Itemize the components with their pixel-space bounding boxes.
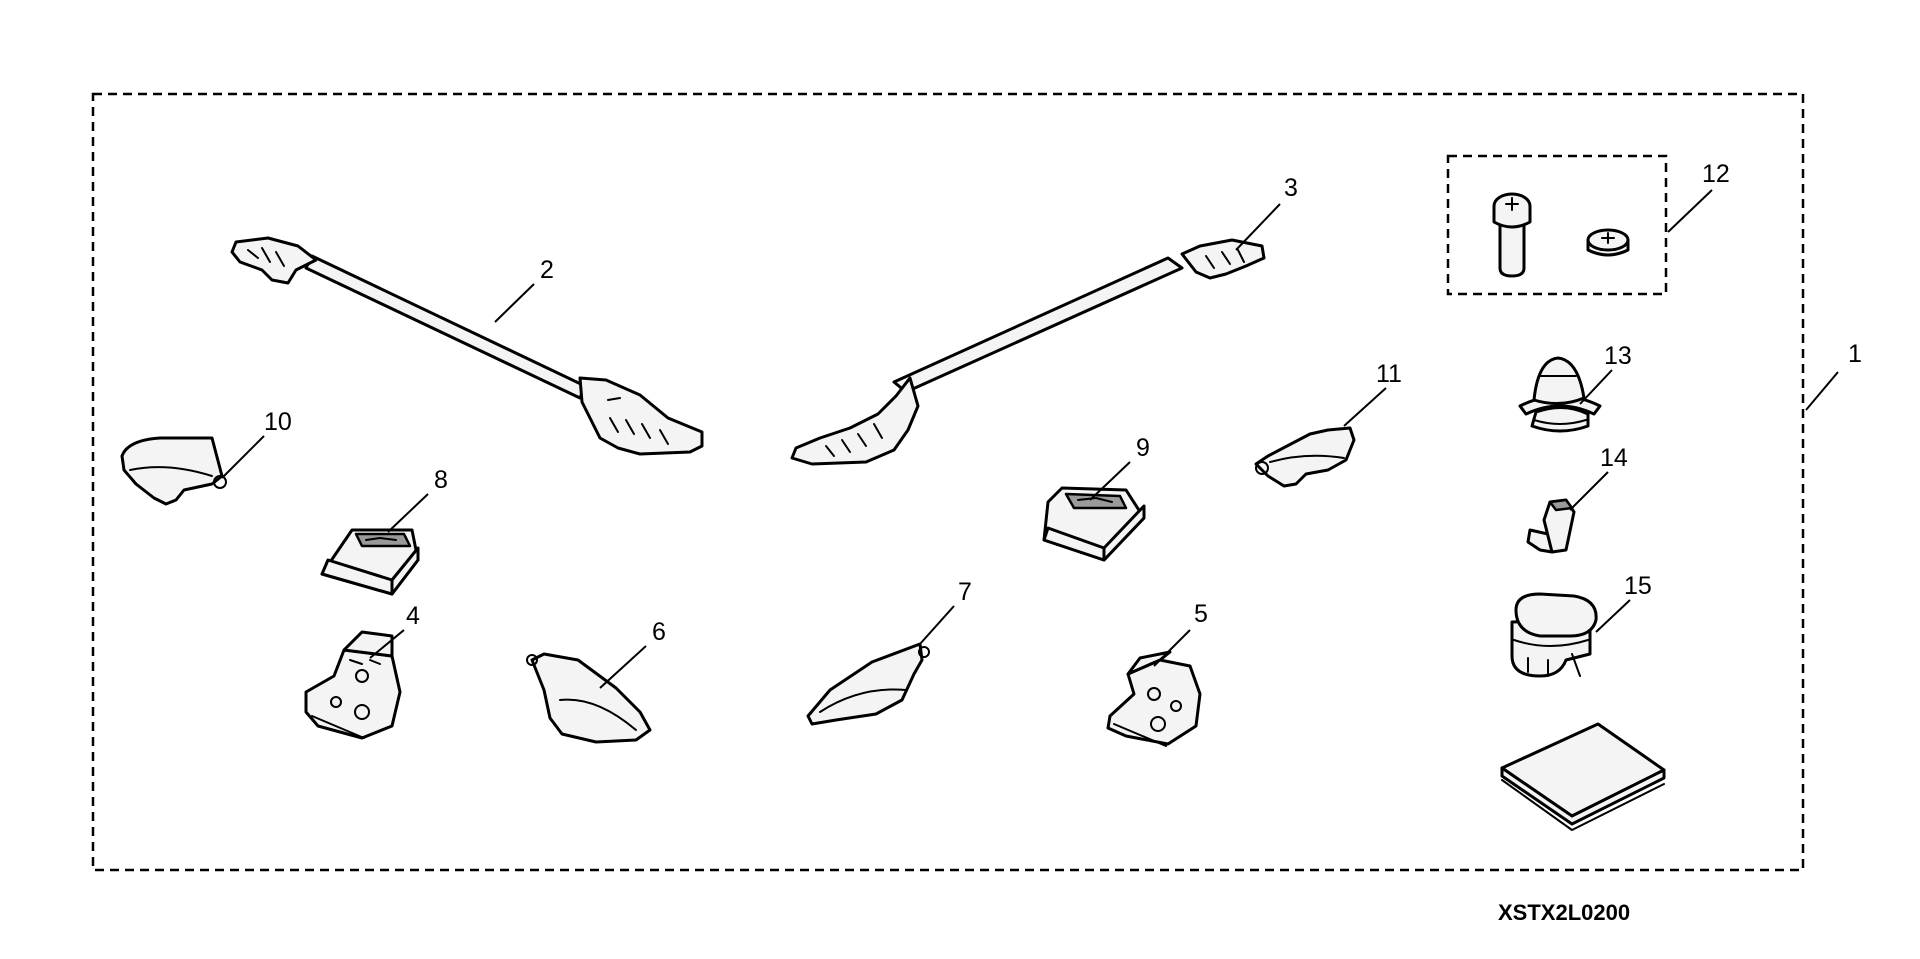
callout-15: 15	[1624, 572, 1652, 600]
part-15-grommet[interactable]	[1510, 592, 1598, 678]
callout-10: 10	[264, 408, 292, 436]
part-13-push-clip[interactable]	[1518, 356, 1602, 433]
leader-lines	[221, 189, 1839, 689]
part-14-clip[interactable]	[1526, 498, 1576, 554]
leader-11	[1343, 387, 1387, 427]
part-4-mounting-base[interactable]	[304, 630, 402, 740]
kit-boundary	[91, 92, 1805, 872]
leader-7	[919, 605, 955, 645]
leader-12	[1667, 189, 1713, 233]
leader-4	[369, 629, 405, 659]
part-2-left-roof-rail[interactable]	[230, 236, 704, 456]
callout-labels: 1 2 3 4 5 6 7 8 9 10 11 12 13 14 15	[264, 160, 1862, 646]
hardware-group-boundary	[1446, 154, 1668, 296]
part-8-spacer-block[interactable]	[320, 528, 420, 596]
part-6-rear-end-cap[interactable]	[526, 652, 652, 744]
leader-6	[599, 645, 647, 689]
leader-3	[1235, 203, 1281, 251]
instruction-booklet	[1500, 722, 1666, 831]
leader-2	[494, 283, 535, 323]
callout-3: 3	[1284, 174, 1298, 202]
part-3-right-roof-rail[interactable]	[790, 238, 1266, 466]
part-11-end-cap[interactable]	[1254, 426, 1356, 488]
callout-4: 4	[406, 602, 420, 630]
leader-9	[1089, 461, 1131, 501]
callout-9: 9	[1136, 434, 1150, 462]
callout-12: 12	[1702, 160, 1730, 188]
part-7-rear-end-cap[interactable]	[806, 642, 930, 726]
leader-10	[221, 435, 265, 479]
part-12-bolt-and-washer[interactable]	[1492, 192, 1630, 278]
callout-5: 5	[1194, 600, 1208, 628]
leader-8	[387, 493, 429, 533]
callout-11: 11	[1376, 360, 1402, 388]
callout-1: 1	[1848, 340, 1862, 368]
part-10-end-cap[interactable]	[120, 436, 227, 506]
leader-5	[1153, 629, 1191, 667]
callout-6: 6	[652, 618, 666, 646]
leader-15	[1595, 599, 1631, 633]
leader-1	[1805, 371, 1839, 411]
leader-13	[1579, 369, 1613, 405]
callout-8: 8	[434, 466, 448, 494]
callout-7: 7	[958, 578, 972, 606]
part-9-spacer-block[interactable]	[1042, 486, 1146, 562]
leader-14	[1569, 471, 1609, 511]
callout-13: 13	[1604, 342, 1632, 370]
callout-14: 14	[1600, 444, 1628, 472]
part-5-mounting-base[interactable]	[1106, 650, 1202, 747]
callout-2: 2	[540, 256, 554, 284]
diagram-code: XSTX2L0200	[1498, 900, 1630, 925]
